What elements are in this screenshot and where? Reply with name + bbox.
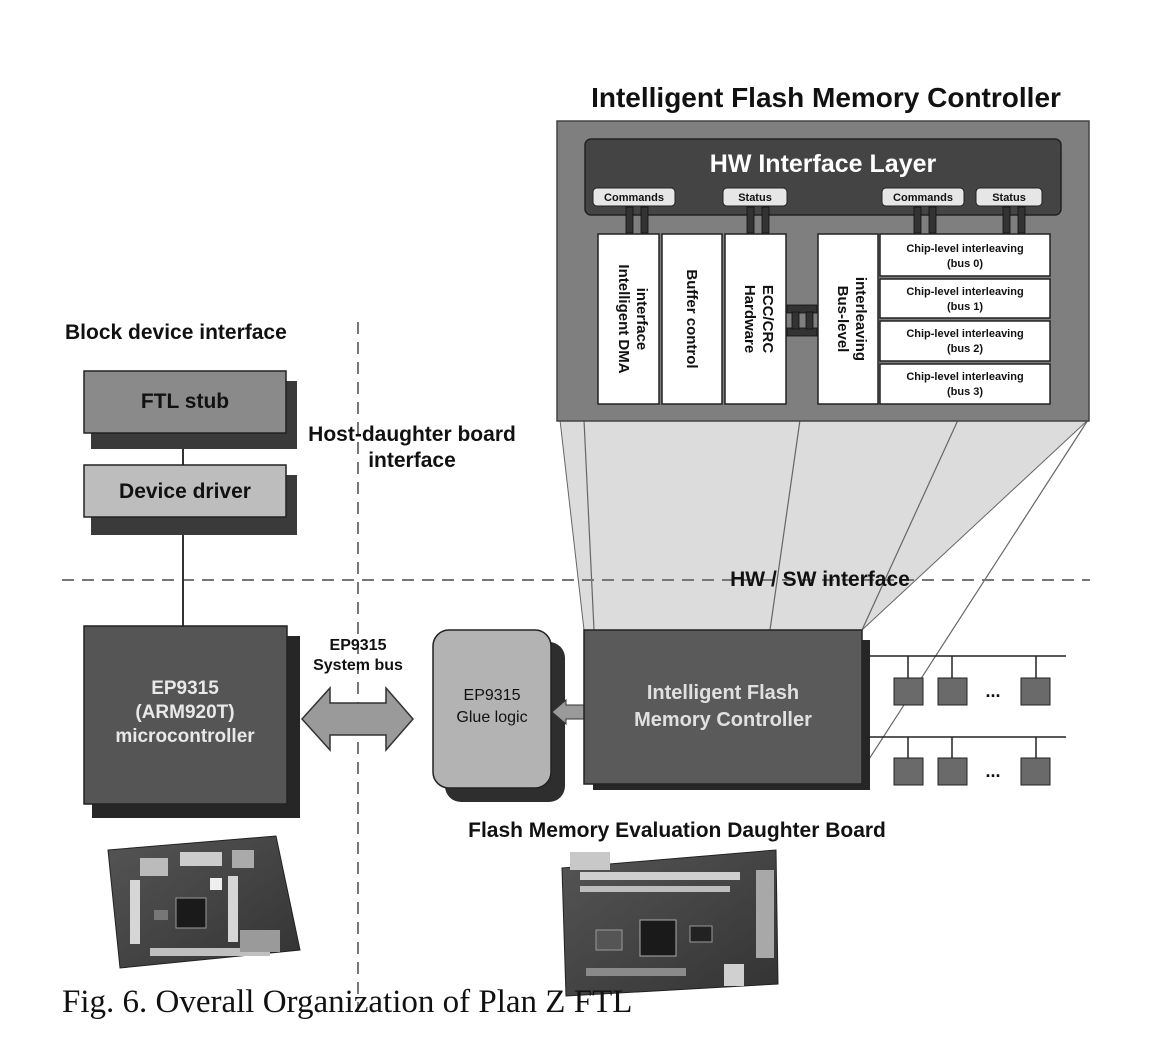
port-label: Commands [604, 192, 664, 204]
block-device-interface-label: Block device interface [65, 321, 287, 344]
flash-chip-ellipsis: ... [985, 761, 1000, 781]
buffer-control-label: Buffer control [683, 269, 700, 368]
system-bus-arrow [300, 685, 414, 753]
chip-level-bus: (bus 0) [947, 258, 983, 270]
device-driver-label: Device driver [119, 480, 251, 503]
ecc-crc-box [724, 233, 787, 405]
dma-line-2: interface [633, 288, 650, 351]
flash-chip [893, 677, 924, 706]
bus-level-interleaving-box [817, 233, 879, 405]
controller-line-2: Memory Controller [634, 709, 812, 731]
diagram-title: Intelligent Flash Memory Controller [591, 82, 1061, 113]
controller-line-1: Intelligent Flash [647, 682, 799, 704]
buffer-control-box [661, 233, 723, 405]
device-driver-box: Device driver [83, 464, 297, 535]
mcu-line-3: microcontroller [115, 726, 255, 747]
port-status-2: Status [975, 187, 1043, 207]
dma-line-1: Intelligent DMA [615, 264, 632, 373]
flash-chip [1020, 757, 1051, 786]
hw-sw-interface-label: HW / SW interface [730, 568, 910, 591]
chip-level-bus-3: Chip-level interleaving (bus 3) [879, 363, 1051, 405]
chip-level-label: Chip-level interleaving [906, 243, 1023, 255]
flash-chip [1020, 677, 1051, 706]
dma-interface-box [597, 233, 660, 405]
flash-chip [937, 677, 968, 706]
chip-level-bus-0: Chip-level interleaving (bus 0) [879, 233, 1051, 277]
flash-bus-2 [866, 736, 1066, 758]
chip-level-label: Chip-level interleaving [906, 286, 1023, 298]
chip-level-label: Chip-level interleaving [906, 371, 1023, 383]
port-label: Status [738, 192, 772, 204]
port-commands-2: Commands [881, 187, 965, 207]
ftl-stub-label: FTL stub [141, 390, 229, 413]
mcu-line-2: (ARM920T) [135, 702, 234, 723]
glue-logic-line-2: Glue logic [456, 709, 527, 726]
ecc-line-2: ECC/CRC [759, 285, 776, 354]
port-label: Commands [893, 192, 953, 204]
daughter-board-photo [561, 849, 779, 997]
port-commands-1: Commands [592, 187, 676, 207]
system-bus-label-1: EP9315 [330, 637, 387, 654]
host-daughter-label-1: Host-daughter board [308, 423, 516, 446]
ep9315-board-photo [107, 835, 301, 969]
ftl-stub-box: FTL stub [83, 370, 297, 449]
port-connectors [625, 206, 1026, 234]
flash-chip-ellipsis: ... [985, 681, 1000, 701]
glue-logic-line-1: EP9315 [464, 687, 521, 704]
chip-level-bus-2: Chip-level interleaving (bus 2) [879, 320, 1051, 362]
port-label: Status [992, 192, 1026, 204]
zoom-projection [559, 419, 1090, 631]
daughter-board-label: Flash Memory Evaluation Daughter Board [468, 819, 886, 842]
system-bus-label-2: System bus [313, 657, 403, 674]
chip-level-bus: (bus 1) [947, 301, 983, 313]
flash-chip [893, 757, 924, 786]
bus-level-line-1: Bus-level [834, 286, 851, 353]
flash-chip [937, 757, 968, 786]
chip-level-bus: (bus 3) [947, 386, 983, 398]
host-daughter-label-2: interface [368, 449, 456, 472]
chip-level-label: Chip-level interleaving [906, 328, 1023, 340]
hw-interface-layer-label: HW Interface Layer [710, 150, 937, 178]
port-status-1: Status [722, 187, 788, 207]
chip-level-bus: (bus 2) [947, 343, 983, 355]
ecc-line-1: Hardware [741, 285, 758, 353]
microcontroller-box: EP9315 (ARM920T) microcontroller [83, 625, 300, 818]
flash-controller-box: Intelligent Flash Memory Controller [583, 629, 870, 790]
bus-level-line-2: interleaving [852, 277, 869, 361]
figure-caption: Fig. 6. Overall Organization of Plan Z F… [62, 984, 633, 1020]
flash-bus-1 [866, 655, 1066, 678]
internal-connector [786, 304, 818, 337]
chip-level-bus-1: Chip-level interleaving (bus 1) [879, 278, 1051, 319]
glue-logic-box: EP9315 Glue logic [432, 629, 565, 802]
mcu-line-1: EP9315 [151, 678, 219, 699]
